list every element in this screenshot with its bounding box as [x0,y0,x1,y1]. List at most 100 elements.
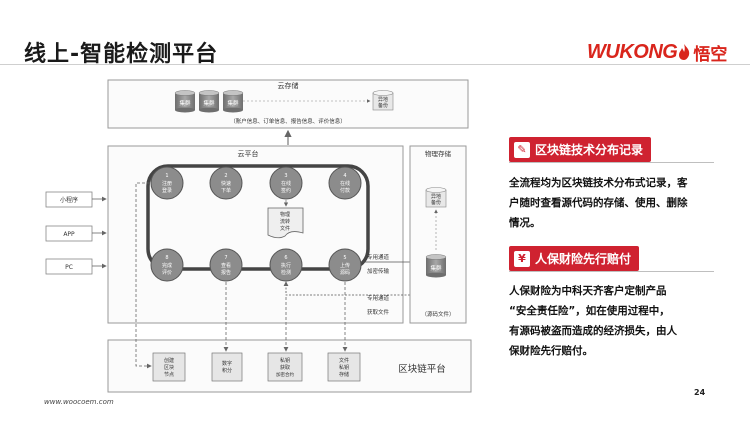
desc-line: “安全责任险”，如在使用过程中， [509,301,714,321]
step-text: 付款 [340,187,350,194]
step-num: 2 [224,173,227,179]
cluster-cylinder: 集群 [199,91,219,113]
cluster-cylinder: 集群 [223,91,243,113]
step-text: 在线 [281,180,291,187]
step-text: 查看 [221,262,231,269]
doc-text: 物理 [280,211,290,218]
step-node-1: 1 注册 登录 [151,167,183,199]
step-num: 4 [343,173,346,179]
backup-label-2: 备份 [378,102,388,109]
blockchain-item-text: 文件 [339,357,349,364]
cluster-label: 集群 [430,264,442,272]
desc-line: 情况。 [509,213,714,233]
client-app: APP [46,226,92,241]
step-text: 报告 [221,269,231,276]
desc-line: 人保财险为中科天齐客户定制产品 [509,281,714,301]
client-pc: PC [46,259,92,274]
blockchain-item-text: 获取 [280,364,290,371]
source-files-label: （源码文件） [421,310,454,318]
blockchain-item-points: 数字 积分 [212,353,242,381]
step-num: 3 [284,173,287,179]
step-node-2: 2 快速 下单 [210,167,242,199]
step-node-4: 4 在线 付款 [329,167,361,199]
website-footer: www.woocoem.com [44,398,114,406]
feature-desc-insurance: 人保财险为中科天齐客户定制产品 “安全责任险”，如在使用过程中， 有源码被盗而造… [509,281,714,361]
feature-divider [509,271,714,272]
physical-backup-cylinder: 异地 备份 [426,188,446,208]
blockchain-item-text: 创建 [164,357,174,364]
step-text: 执行 [281,262,291,269]
step-text: 登录 [162,187,172,194]
cluster-cylinder: 集群 [175,91,195,113]
blockchain-item-storage: 文件 私钥 存储 [328,353,360,381]
cloud-platform-title: 云平台 [238,149,259,158]
step-num: 7 [224,255,227,261]
backup-label-1: 异地 [431,193,441,200]
blockchain-item-text: 数字 [222,360,232,367]
backup-label-2: 备份 [431,199,441,206]
channel-encrypted: 加密传输 [367,267,390,275]
step-text: 下单 [221,187,231,194]
blockchain-item-text: 私钥 [339,364,349,371]
yen-bag-icon: ¥ [514,251,530,267]
step-node-5: 5 上传 源码 [329,249,361,281]
document-pen-icon: ✎ [514,142,530,158]
cluster-label: 集群 [203,99,215,107]
blockchain-item-text: 存储 [339,371,349,378]
backup-label-1: 异地 [378,96,388,103]
blockchain-item-key: 私钥 获取 加密合约 [268,353,302,381]
feature-divider [509,162,714,163]
step-num: 1 [165,173,168,179]
feature-desc-blockchain: 全流程均为区块链技术分布式记录，客 户随时查看源代码的存储、使用、删除 情况。 [509,173,714,233]
client-label: APP [63,231,75,238]
step-text: 检测 [281,269,291,276]
cloud-storage-info: （账户信息、订单信息、报告信息、评价信息） [230,117,346,125]
blockchain-item-text: 私钥 [280,357,290,364]
feature-label: 人保财险先行赔付 [535,250,631,267]
channel-dedicated-2: 专用通道 [367,294,390,302]
step-num: 6 [284,255,287,261]
cluster-label: 集群 [179,99,191,107]
step-text: 注册 [162,180,172,187]
desc-line: 全流程均为区块链技术分布式记录，客 [509,173,714,193]
channel-dedicated-1: 专用通道 [367,253,390,261]
cluster-label: 集群 [227,99,239,107]
step-text: 上传 [340,262,350,269]
feature-badge-blockchain: ✎ 区块链技术分布记录 [509,137,651,162]
blockchain-item-text: 积分 [222,367,232,374]
step-text: 评价 [162,269,172,276]
desc-line: 保财险先行赔付。 [509,341,714,361]
step-num: 8 [165,255,168,261]
step-text: 签约 [281,187,291,194]
step-node-6: 6 执行 检测 [270,249,302,281]
desc-line: 有源码被盗而造成的经济损失，由人 [509,321,714,341]
step-text: 源码 [340,269,350,276]
offsite-backup-cylinder: 异地 备份 [373,91,393,111]
doc-text: 文件 [280,225,290,232]
step-num: 5 [343,255,346,261]
blockchain-item-text: 节点 [164,372,174,378]
client-label: PC [65,264,73,271]
step-node-8: 8 完成 评价 [151,249,183,281]
physical-storage-box [410,146,466,323]
client-label: 小程序 [60,196,78,204]
desc-line: 户随时查看源代码的存储、使用、删除 [509,193,714,213]
channel-fetch: 获取文件 [367,308,390,316]
step-text: 在线 [340,180,350,187]
page-number: 24 [694,388,705,397]
step-text: 完成 [162,262,172,269]
physical-storage-title: 物理存储 [425,149,452,158]
step-node-3: 3 在线 签约 [270,167,302,199]
step-text: 快速 [221,180,231,187]
client-miniprogram: 小程序 [46,192,92,207]
cloud-storage-title: 云存储 [278,81,299,90]
blockchain-item-text: 区块 [164,364,174,371]
doc-text: 流转 [280,218,290,225]
physical-cluster-cylinder: 集群 [426,255,446,278]
feature-badge-insurance: ¥ 人保财险先行赔付 [509,246,639,271]
blockchain-item-text: 加密合约 [276,371,294,378]
blockchain-item-node: 创建 区块 节点 [153,353,185,381]
step-node-7: 7 查看 报告 [210,249,242,281]
blockchain-title: 区块链平台 [398,363,446,375]
feature-label: 区块链技术分布记录 [535,141,643,158]
